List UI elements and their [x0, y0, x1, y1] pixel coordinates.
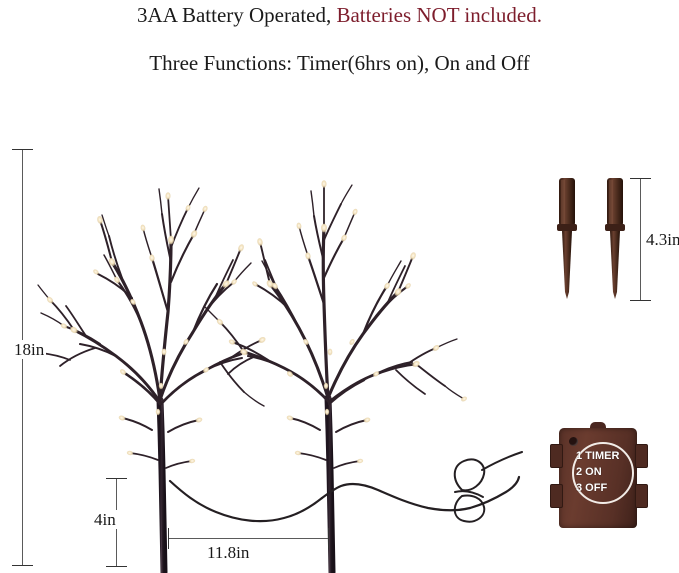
mode-label-on: 2 ON	[576, 466, 602, 478]
dimension-cap-spacing-right	[328, 528, 329, 549]
dimension-label-stem: 4in	[92, 510, 118, 529]
battery-box-clip-left-top	[550, 444, 563, 468]
branch-left-bulbs	[37, 192, 266, 464]
ground-stake-left	[557, 178, 577, 299]
battery-box-clip-right-top	[635, 444, 648, 468]
power-cable	[168, 475, 521, 523]
dimension-label-height: 18in	[12, 340, 47, 359]
dimension-line-spacing	[168, 538, 328, 539]
dimension-cap-stem-bottom	[106, 566, 127, 567]
branch-left	[37, 187, 265, 573]
dimension-cap-height-top	[12, 149, 33, 150]
battery-box[interactable]: 1 TIMER 2 ON 3 OFF	[549, 422, 648, 530]
headline-functions: Three Functions: Timer(6hrs on), On and …	[149, 51, 530, 75]
ground-stake-right	[605, 178, 625, 299]
dimension-cap-stake-top	[630, 178, 651, 179]
mode-labels: 1 TIMER 2 ON 3 OFF	[576, 448, 634, 496]
mode-label-off: 3 OFF	[576, 482, 608, 494]
headline-battery-plain: 3AA Battery Operated,	[137, 3, 337, 27]
dimension-cap-spacing-left	[168, 528, 169, 549]
branch-right	[204, 183, 465, 573]
cable-twist-tie	[453, 451, 523, 523]
dimension-cap-height-bottom	[12, 565, 33, 566]
battery-box-screw	[569, 437, 578, 446]
headline-battery-accent: Batteries NOT included.	[336, 3, 542, 27]
dimension-label-stake: 4.3in	[644, 230, 679, 249]
dimension-label-spacing: 11.8in	[205, 543, 252, 562]
battery-box-clip-left-bottom	[550, 484, 563, 508]
mode-label-timer: 1 TIMER	[576, 450, 620, 462]
dimension-cap-stem-top	[106, 478, 127, 479]
dimension-cap-stake-bottom	[630, 300, 651, 301]
mode-dial-ring[interactable]	[572, 442, 634, 504]
battery-box-clip-right-bottom	[635, 484, 648, 508]
branch-right-bulbs	[216, 180, 467, 464]
headline-battery-note: 3AA Battery Operated, Batteries NOT incl…	[0, 3, 679, 27]
dimension-line-stake	[640, 178, 641, 300]
